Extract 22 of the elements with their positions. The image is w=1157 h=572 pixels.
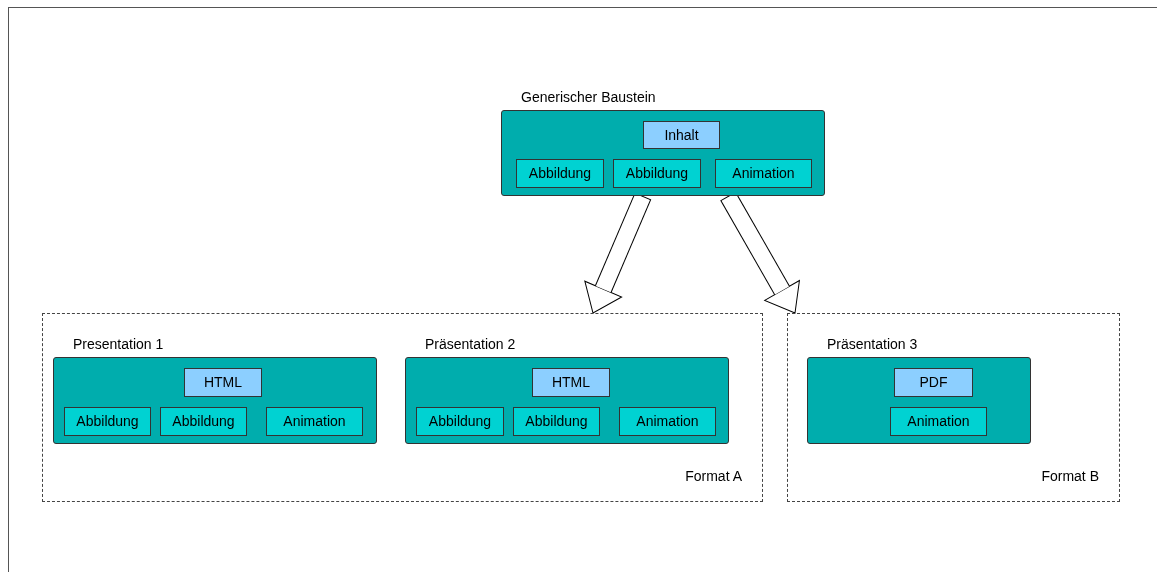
- element-box: Abbildung: [160, 407, 247, 436]
- group-label: Format B: [1041, 467, 1099, 486]
- element-box: Abbildung: [516, 159, 604, 188]
- dashed-group-frame: [42, 313, 763, 502]
- content-box: PDF: [894, 368, 973, 397]
- element-box: Abbildung: [613, 159, 701, 188]
- block-heading: Presentation 1: [73, 335, 164, 353]
- dashed-group-frame: [787, 313, 1120, 502]
- group-label: Format A: [685, 467, 742, 486]
- content-box: HTML: [184, 368, 262, 397]
- block-heading: Präsentation 3: [827, 335, 918, 353]
- block-heading: Präsentation 2: [425, 335, 516, 353]
- content-box: HTML: [532, 368, 610, 397]
- element-box: Abbildung: [513, 407, 600, 436]
- element-box: Animation: [715, 159, 812, 188]
- element-box: Animation: [619, 407, 716, 436]
- element-box: Animation: [266, 407, 363, 436]
- element-box: Abbildung: [416, 407, 504, 436]
- element-box: Abbildung: [64, 407, 151, 436]
- content-box: Inhalt: [643, 121, 720, 149]
- element-box: Animation: [890, 407, 987, 436]
- block-heading: Generischer Baustein: [521, 88, 656, 106]
